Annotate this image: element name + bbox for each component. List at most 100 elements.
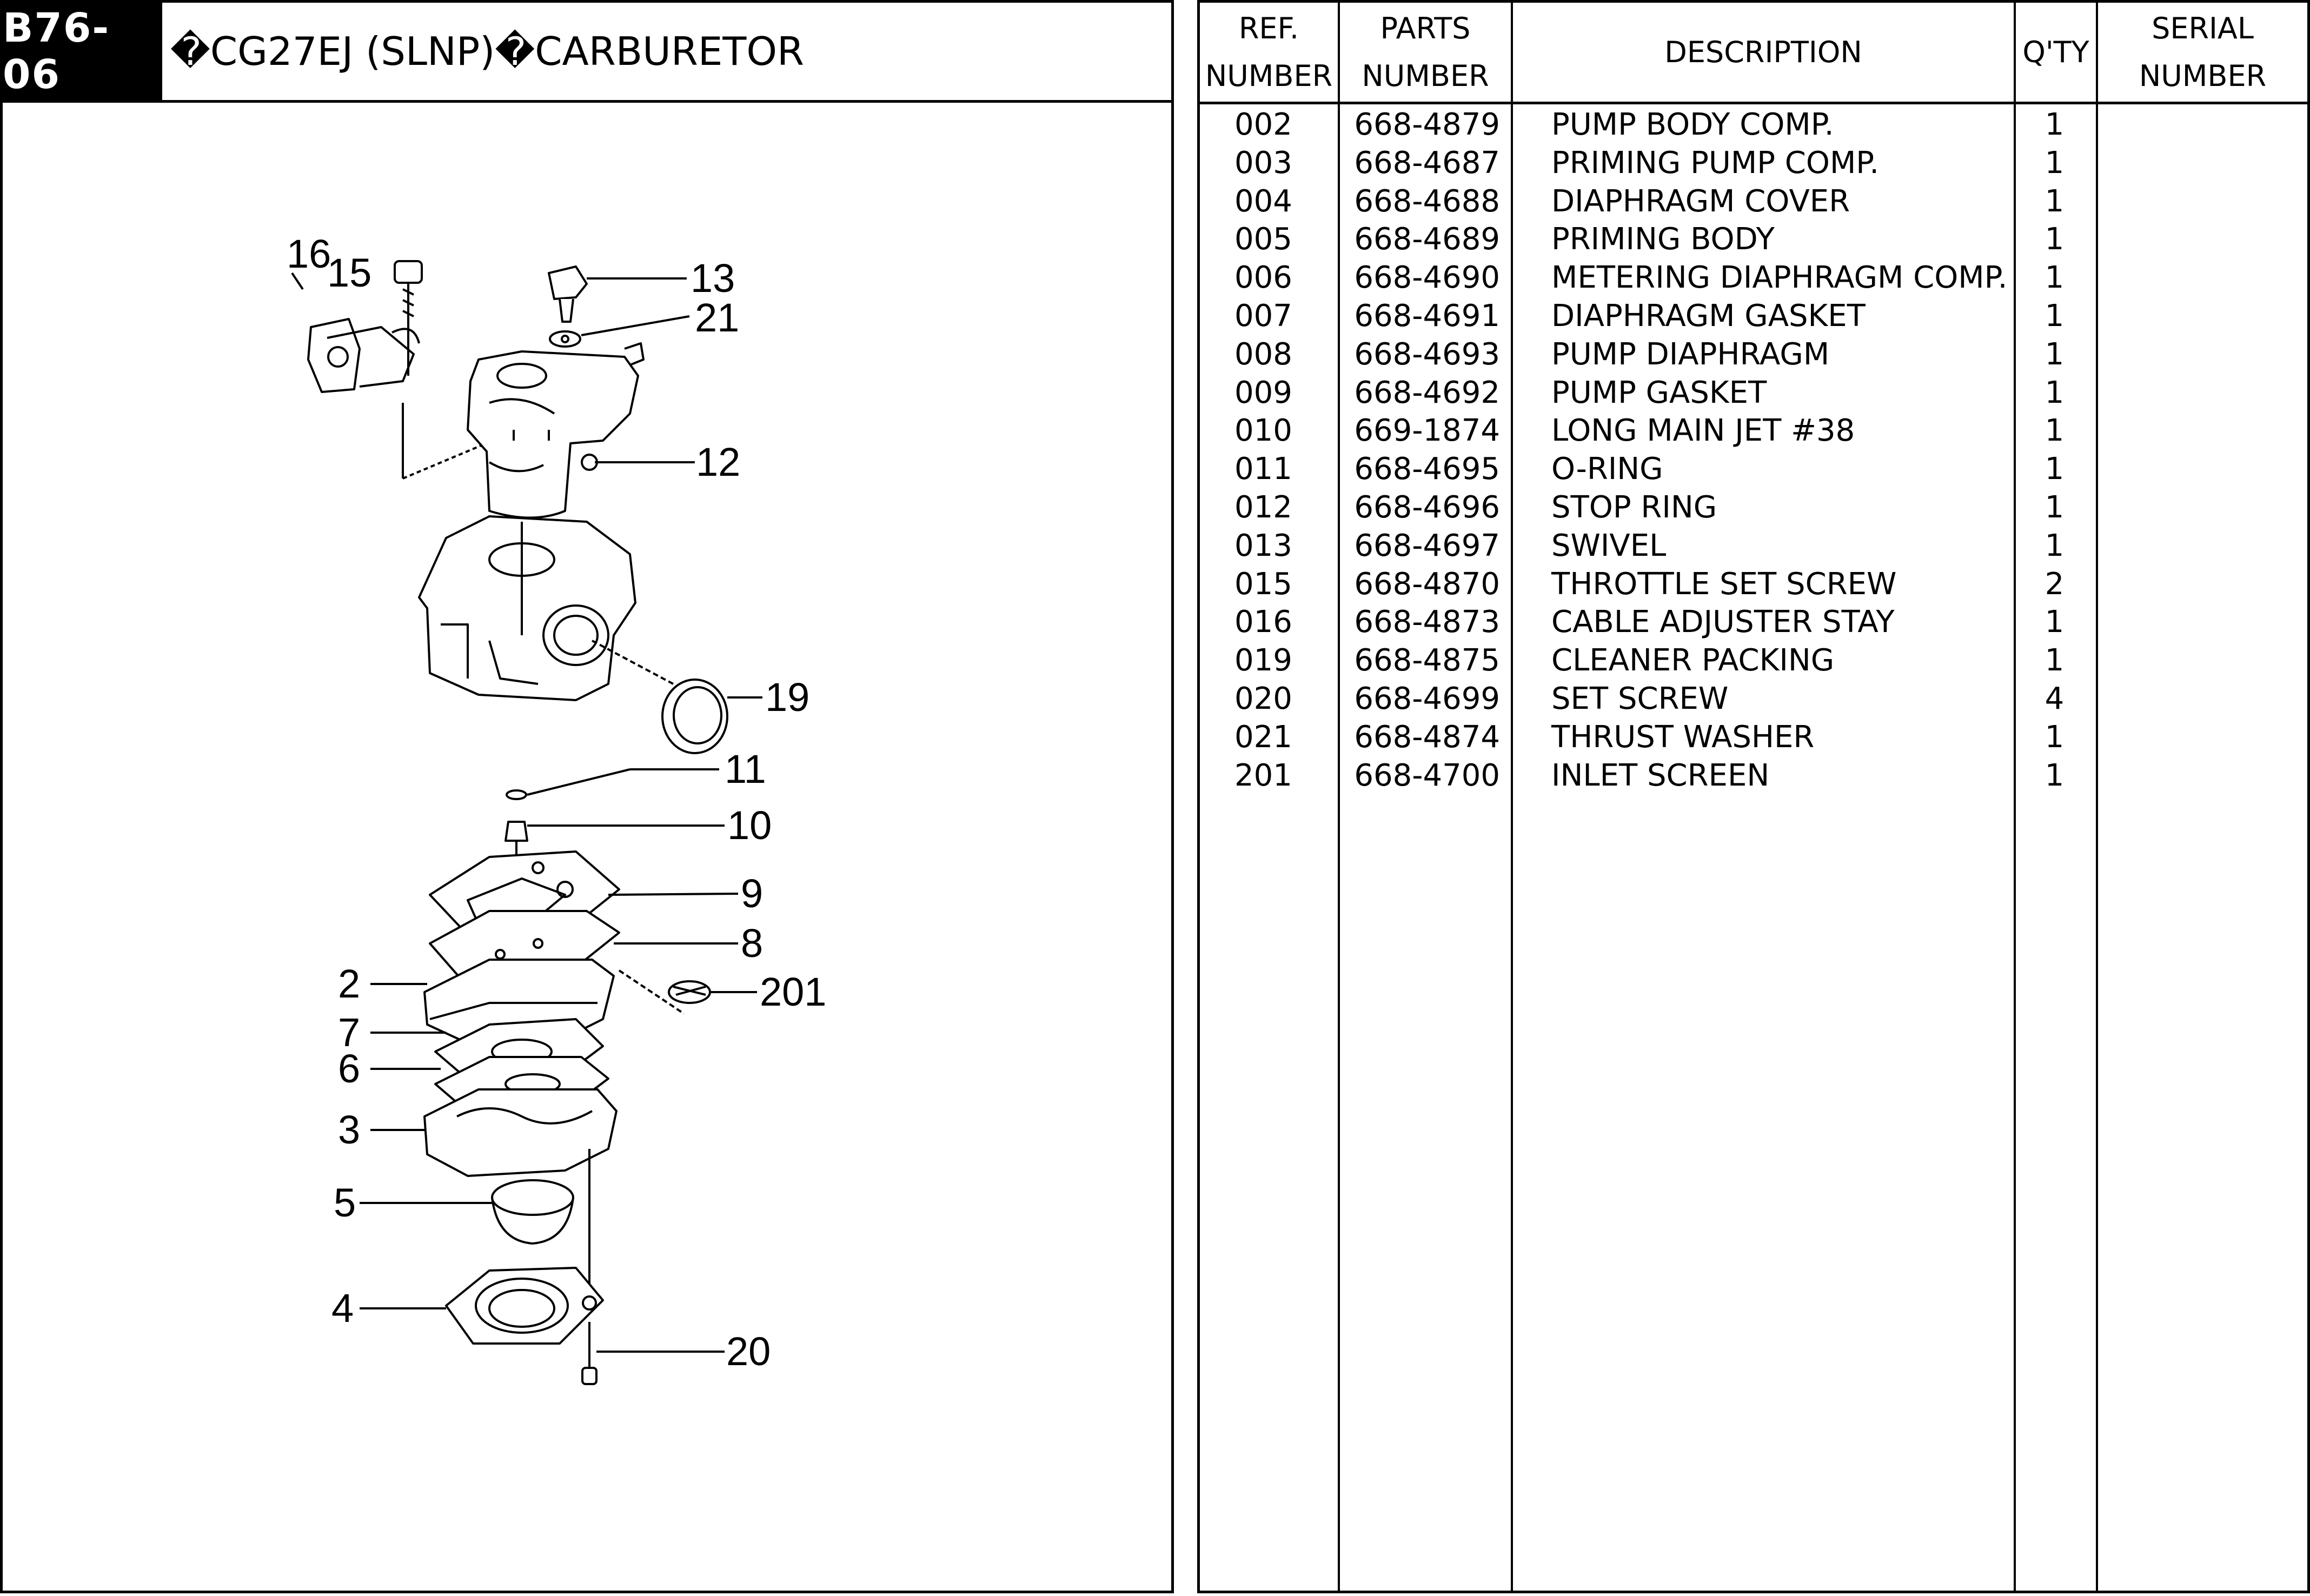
qty-cell: 1	[2045, 757, 2065, 793]
description-cell: PRIMING PUMP COMP.	[1551, 145, 1880, 181]
column-divider	[2014, 3, 2016, 1591]
header-qty: Q'TY	[2016, 3, 2096, 102]
description-cell: METERING DIAPHRAGM COMP.	[1551, 260, 2008, 296]
description-cell: O-RING	[1551, 451, 1663, 487]
description-cell: PUMP BODY COMP.	[1551, 107, 1834, 142]
qty-cell: 1	[2045, 222, 2065, 257]
column-divider	[1511, 3, 1513, 1591]
callout-19: 19	[765, 675, 809, 720]
ref-number-cell: 007	[1234, 298, 1292, 334]
callout-20: 20	[726, 1329, 771, 1374]
callout-4: 4	[331, 1286, 354, 1331]
swivel-part	[548, 265, 588, 348]
ref-number-cell: 015	[1234, 566, 1292, 602]
ref-number-cell: 004	[1234, 183, 1292, 219]
qty-cell: 1	[2045, 375, 2065, 410]
parts-number-cell: 668-4873	[1354, 604, 1500, 640]
parts-number-cell: 668-4700	[1354, 757, 1500, 793]
callout-2: 2	[338, 961, 360, 1006]
qty-cell: 1	[2045, 604, 2065, 640]
parts-number-cell: 668-4696	[1354, 490, 1500, 525]
qty-cell: 2	[2045, 566, 2065, 602]
ref-number-cell: 016	[1234, 604, 1292, 640]
description-cell: THROTTLE SET SCREW	[1551, 566, 1897, 602]
qty-cell: 1	[2045, 298, 2065, 334]
callout-12: 12	[696, 440, 740, 484]
qty-cell: 1	[2045, 413, 2065, 449]
page-title: �CG27EJ (SLNP)�CARBURETOR	[170, 29, 805, 74]
qty-cell: 1	[2045, 719, 2065, 755]
pump-body-part	[467, 342, 645, 519]
parts-number-cell: 668-4688	[1354, 183, 1500, 219]
leader-lines	[291, 272, 762, 1353]
parts-number-cell: 668-4695	[1354, 451, 1500, 487]
ref-number-cell: 006	[1234, 260, 1292, 296]
description-cell: STOP RING	[1551, 490, 1717, 525]
description-cell: DIAPHRAGM COVER	[1551, 183, 1850, 219]
table-row: 012 668-4696 STOP RING 1	[1200, 488, 2307, 527]
parts-number-cell: 668-4693	[1354, 336, 1500, 372]
header-description-label: DESCRIPTION	[1664, 35, 1862, 69]
ref-number-cell: 011	[1234, 451, 1292, 487]
ref-number-cell: 010	[1234, 413, 1292, 449]
header-parts-number: PARTS NUMBER	[1340, 3, 1511, 102]
qty-cell: 1	[2045, 260, 2065, 296]
cable-adjuster-stay-part	[307, 318, 506, 480]
parts-number-cell: 668-4870	[1354, 566, 1500, 602]
o-ring-part	[506, 789, 527, 800]
header-serial-line2: NUMBER	[2139, 58, 2267, 93]
callout-7: 7	[338, 1010, 360, 1055]
table-row: 010 669-1874 LONG MAIN JET #38 1	[1200, 411, 2307, 450]
callout-15: 15	[327, 250, 371, 295]
callout-5: 5	[334, 1180, 356, 1225]
header-ref-line2: NUMBER	[1205, 58, 1333, 93]
callout-201: 201	[760, 969, 826, 1014]
carburetor-body-part	[418, 515, 636, 701]
inlet-screen-part	[668, 980, 711, 1004]
parts-number-cell: 668-4879	[1354, 107, 1500, 142]
qty-cell: 1	[2045, 528, 2065, 563]
ref-number-cell: 012	[1234, 490, 1292, 525]
callout-11: 11	[725, 747, 766, 792]
parts-number-cell: 668-4689	[1354, 222, 1500, 257]
parts-number-cell: 668-4874	[1354, 719, 1500, 755]
ref-number-cell: 008	[1234, 336, 1292, 372]
ref-number-cell: 003	[1234, 145, 1292, 181]
ref-number-cell: 009	[1234, 375, 1292, 410]
ref-number-cell: 013	[1234, 528, 1292, 563]
ref-number-cell: 005	[1234, 222, 1292, 257]
diagram-panel: B76-06 �CG27EJ (SLNP)�CARBURETOR	[0, 0, 1174, 1593]
header-qty-label: Q'TY	[2022, 35, 2089, 69]
description-cell: PUMP DIAPHRAGM	[1551, 336, 1830, 372]
qty-cell: 1	[2045, 490, 2065, 525]
header-description: DESCRIPTION	[1513, 3, 2014, 102]
parts-number-cell: 668-4691	[1354, 298, 1500, 334]
table-row: 015 668-4870 THROTTLE SET SCREW 2	[1200, 565, 2307, 603]
qty-cell: 1	[2045, 107, 2065, 142]
description-cell: THRUST WASHER	[1551, 719, 1815, 755]
throttle-set-screw-part	[394, 260, 423, 376]
ref-number-cell: 020	[1234, 681, 1292, 716]
callout-9: 9	[741, 871, 763, 916]
parts-number-cell: 669-1874	[1354, 413, 1500, 449]
cleaner-packing-part	[592, 640, 728, 754]
priming-dome-part	[491, 1179, 574, 1245]
description-cell: LONG MAIN JET #38	[1551, 413, 1855, 449]
header-parts-line2: NUMBER	[1362, 58, 1489, 93]
qty-cell: 1	[2045, 643, 2065, 679]
exploded-parts-diagram: 16 15 13 21 12 19 11 10 9 8 2 201 7 6 3 …	[287, 231, 826, 1385]
column-divider	[1338, 3, 1340, 1591]
column-divider	[2096, 3, 2098, 1591]
parts-number-cell: 668-4692	[1354, 375, 1500, 410]
